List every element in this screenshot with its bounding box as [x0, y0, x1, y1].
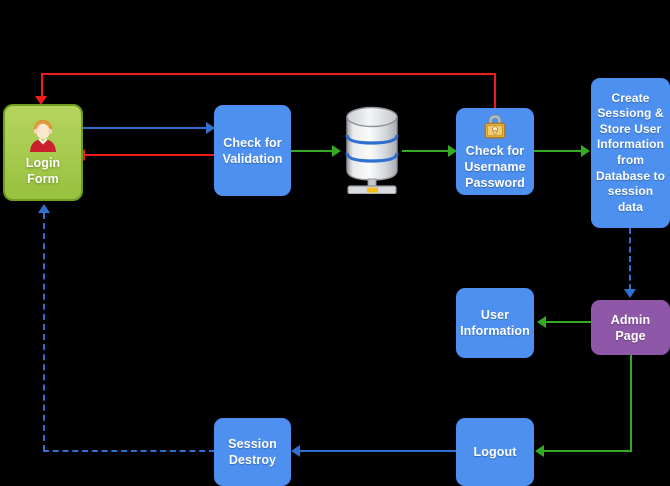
edge-destroy-to-login-arrowhead [38, 204, 50, 213]
node-login-form[interactable]: Login Form [3, 104, 83, 201]
edge-admin-to-logout-arrowhead [535, 445, 544, 457]
edge-admin-to-logout-horizontal [543, 450, 632, 452]
edge-credentials-to-login-vertical-right [494, 73, 496, 109]
edge-admin-to-userinfo-line [545, 321, 593, 323]
node-logout-label: Logout [473, 445, 517, 459]
edge-logout-to-destroy-line [299, 450, 457, 452]
edge-database-to-credentials-arrowhead [448, 145, 457, 157]
edge-session-to-admin-arrowhead [624, 289, 636, 298]
node-check-credentials-label: Check for Username Password [464, 143, 526, 190]
edge-validation-to-login-line [83, 154, 216, 156]
edge-credentials-to-login-vertical-left [41, 73, 43, 100]
node-logout[interactable]: Logout [456, 418, 534, 486]
node-check-credentials[interactable]: Check for Username Password [456, 108, 534, 195]
node-create-session-label: Create Sessiong & Store User Information… [595, 90, 666, 214]
node-user-information-label: User Information [460, 308, 530, 338]
node-session-destroy[interactable]: Session Destroy [214, 418, 291, 486]
edge-session-to-admin-line [629, 228, 631, 290]
edge-login-to-validation-line [83, 127, 208, 129]
padlock-icon [480, 113, 510, 139]
node-admin-page-label: Admin Page [610, 312, 651, 343]
database-icon [345, 106, 399, 195]
node-user-information[interactable]: User Information [456, 288, 534, 358]
edge-logout-to-destroy-arrowhead [291, 445, 300, 457]
node-login-form-label: Login Form [25, 156, 61, 186]
edge-destroy-to-login-horizontal [43, 450, 215, 452]
user-avatar-icon [26, 118, 60, 152]
node-create-session[interactable]: Create Sessiong & Store User Information… [591, 78, 670, 228]
edge-validation-to-database-arrowhead [332, 145, 341, 157]
edge-credentials-to-login-arrowhead [35, 96, 47, 105]
edge-admin-to-userinfo-arrowhead [537, 316, 546, 328]
edge-admin-to-logout-vertical [630, 355, 632, 451]
edge-validation-to-database-line [291, 150, 333, 152]
node-admin-page[interactable]: Admin Page [591, 300, 670, 355]
node-check-validation[interactable]: Check for Validation [214, 105, 291, 196]
edge-login-to-validation-arrowhead [206, 122, 215, 134]
edge-destroy-to-login-vertical [43, 213, 45, 451]
edge-database-to-credentials-line [402, 150, 450, 152]
edge-credentials-to-login-horizontal-top [41, 73, 496, 75]
node-database[interactable] [338, 102, 406, 195]
node-session-destroy-label: Session Destroy [228, 437, 277, 467]
node-check-validation-label: Check for Validation [222, 135, 283, 166]
edge-credentials-to-session-arrowhead [581, 145, 590, 157]
edge-credentials-to-session-line [534, 150, 584, 152]
